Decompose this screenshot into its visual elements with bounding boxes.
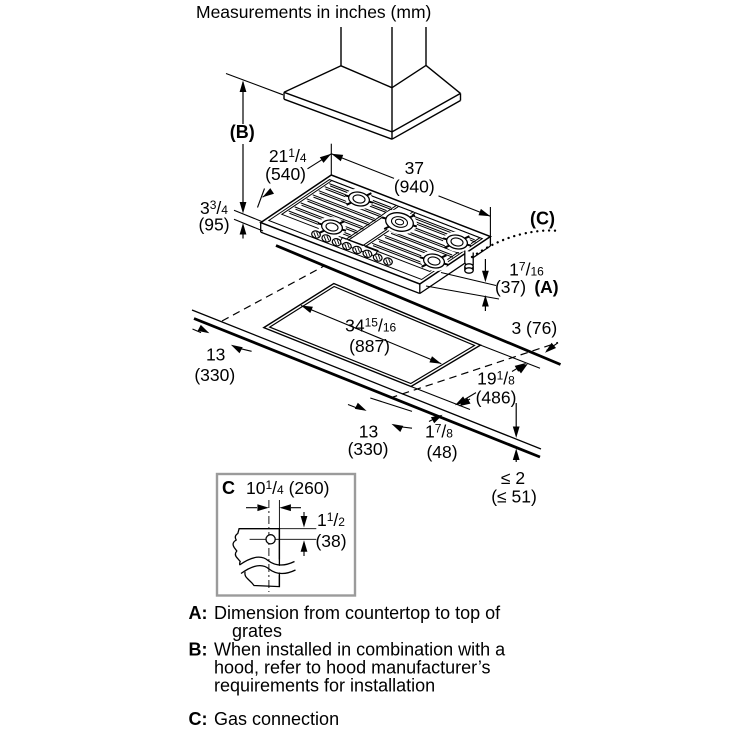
- svg-text:(95): (95): [198, 215, 229, 235]
- svg-text:A:: A:: [189, 603, 208, 623]
- svg-text:grates: grates: [232, 621, 282, 641]
- svg-text:(330): (330): [194, 365, 235, 385]
- svg-text:(486): (486): [476, 388, 517, 408]
- svg-text:13: 13: [359, 422, 378, 442]
- svg-text:(940): (940): [394, 177, 435, 197]
- svg-text:Dimension from countertop to t: Dimension from countertop to top of: [214, 603, 501, 623]
- svg-text:C: C: [222, 478, 235, 498]
- svg-text:3415/16: 3415/16: [345, 316, 396, 336]
- svg-text:101/4 (260): 101/4 (260): [246, 478, 329, 498]
- svg-text:Measurements in inches (mm): Measurements in inches (mm): [196, 2, 431, 22]
- svg-text:(37): (37): [495, 277, 526, 297]
- svg-text:(38): (38): [315, 531, 346, 551]
- svg-text:Gas connection: Gas connection: [214, 709, 339, 729]
- svg-text:17/16: 17/16: [509, 260, 544, 280]
- svg-text:(48): (48): [426, 442, 457, 462]
- svg-text:(B): (B): [230, 122, 255, 142]
- svg-text:(C): (C): [530, 209, 555, 229]
- svg-text:211/4: 211/4: [269, 146, 307, 166]
- svg-text:17/8: 17/8: [425, 422, 453, 442]
- svg-text:requirements for installation: requirements for installation: [214, 676, 435, 696]
- svg-text:191/8: 191/8: [477, 369, 515, 389]
- svg-text:(A): (A): [534, 277, 558, 297]
- svg-text:When installed in combination: When installed in combination with a: [214, 640, 506, 660]
- svg-text:(540): (540): [265, 164, 306, 184]
- svg-text:B:: B:: [189, 640, 208, 660]
- svg-text:(887): (887): [349, 336, 390, 356]
- svg-text:(330): (330): [348, 439, 389, 459]
- svg-text:C:: C:: [189, 709, 208, 729]
- svg-text:3 (76): 3 (76): [511, 318, 557, 338]
- svg-text:33/4: 33/4: [200, 198, 228, 218]
- svg-text:hood, refer to hood manufactur: hood, refer to hood manufacturer’s: [214, 658, 491, 678]
- svg-text:13: 13: [206, 345, 225, 365]
- svg-text:37: 37: [405, 158, 424, 178]
- svg-text:11/2: 11/2: [317, 510, 345, 530]
- svg-text:(≤ 51): (≤ 51): [491, 487, 537, 507]
- svg-text:≤ 2: ≤ 2: [501, 468, 525, 488]
